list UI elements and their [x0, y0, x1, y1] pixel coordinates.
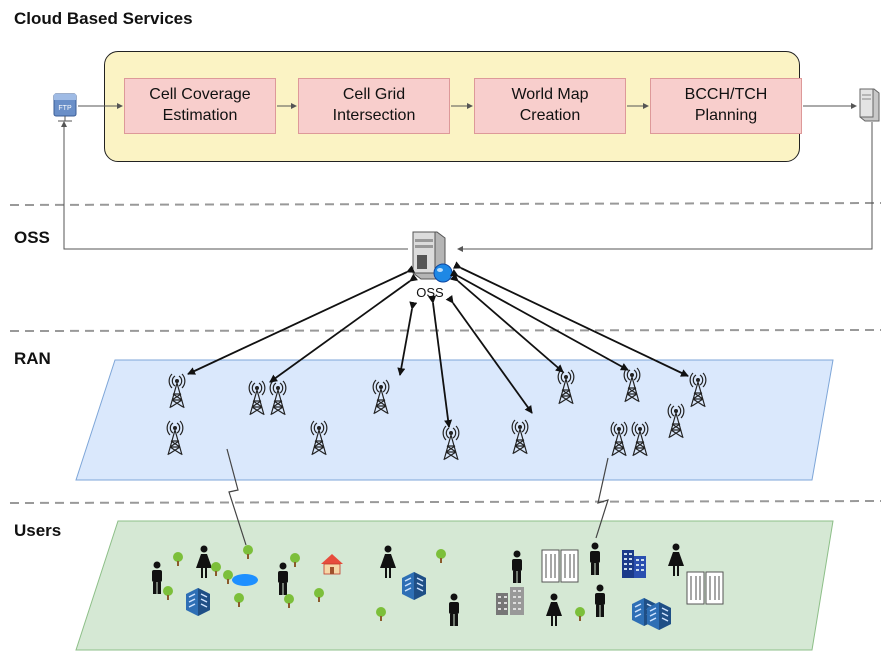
section-label-oss: OSS — [14, 228, 50, 247]
divider-oss-ran — [9, 329, 881, 332]
step-2-line1: Cell Grid — [342, 86, 406, 104]
lake-icon — [232, 574, 258, 586]
ftp-server-icon: FTP — [53, 93, 77, 122]
building-icon — [185, 587, 211, 617]
step-bcch-tch-planning: BCCH/TCH Planning — [650, 78, 802, 134]
ftp-label: FTP — [58, 105, 72, 112]
step-1-line1: Cell Coverage — [149, 86, 251, 104]
oss-tower-links — [187, 261, 689, 428]
step-3-line1: World Map — [511, 86, 589, 104]
step-3-line2: Creation — [519, 107, 581, 124]
building-icon — [646, 601, 672, 631]
divider-cloud-oss — [9, 202, 881, 206]
step-1-line2: Estimation — [162, 107, 238, 124]
section-label-users: Users — [14, 521, 62, 540]
wireless-link-left — [226, 448, 247, 546]
link-oss-tower-6 — [450, 273, 564, 373]
step-4-line2: Planning — [694, 107, 758, 124]
divider-ran-users — [9, 500, 881, 504]
server-globe-icon — [412, 231, 453, 283]
link-oss-tower-3 — [397, 301, 418, 376]
house-icon — [321, 554, 343, 575]
oss-node-label: OSS — [416, 285, 444, 300]
wireless-link-right — [595, 457, 609, 539]
link-oss-tower-7 — [449, 269, 629, 371]
server-icon — [859, 88, 880, 122]
arrow-server-to-oss — [457, 122, 873, 252]
step-4-line1: BCCH/TCH — [684, 86, 768, 104]
section-label-cloud: Cloud Based Services — [14, 9, 193, 28]
link-oss-tower-2 — [269, 273, 419, 383]
link-oss-tower-1 — [187, 265, 416, 375]
step-2-line2: Intersection — [332, 107, 416, 124]
link-oss-tower-8 — [452, 261, 689, 377]
section-label-ran: RAN — [14, 349, 51, 368]
arrow-oss-to-ftp — [61, 121, 408, 250]
building-icon — [401, 571, 427, 601]
ran-plane — [75, 359, 834, 481]
